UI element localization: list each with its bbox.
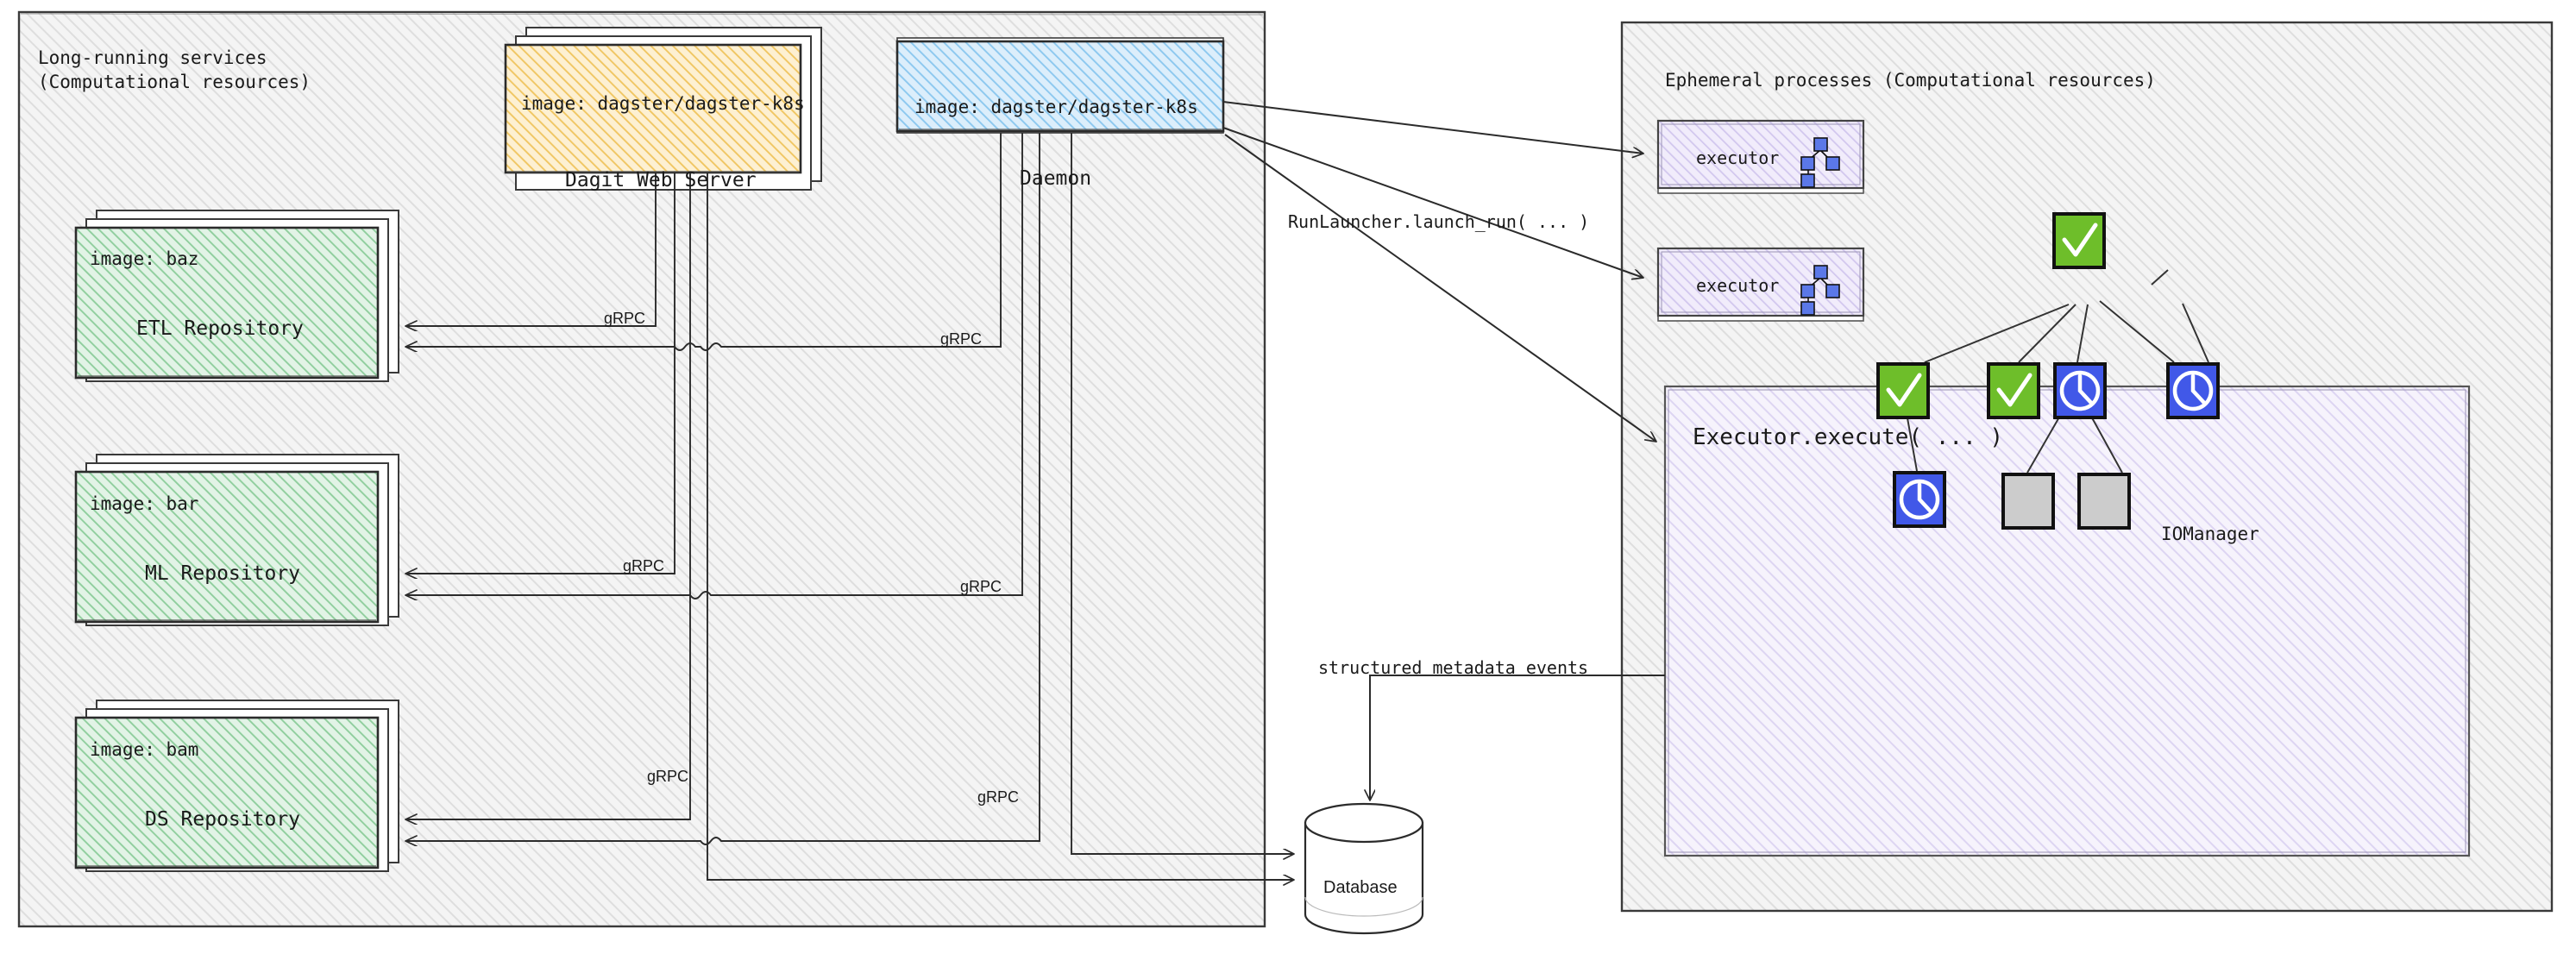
iomanager-leader-lines (2151, 269, 2209, 363)
repo-ml-name-label: ML Repository (145, 562, 301, 585)
dag-node-success-a[interactable] (1876, 362, 1930, 419)
dagit-image-label: image: dagster/dagster-k8s (521, 93, 805, 114)
daemon-name-label: Daemon (1020, 167, 1092, 190)
executor-2-label: executor (1696, 275, 1780, 296)
dag-node-running-d[interactable] (2166, 362, 2220, 419)
grpc-label-6: gRPC (977, 788, 1020, 806)
dag-icon (1800, 137, 1840, 188)
grpc-edges (405, 133, 1294, 880)
runlauncher-edge-label: RunLauncher.launch_run( ... ) (1288, 211, 1590, 232)
repo-ml-image-label: image: bar (90, 493, 199, 514)
dag-node-pending-g[interactable] (2077, 473, 2131, 530)
executor-1-label: executor (1696, 147, 1780, 168)
grpc-label-3: gRPC (623, 557, 665, 574)
dag-node-running-e[interactable] (1893, 471, 1946, 528)
grpc-label-4: gRPC (960, 578, 1002, 595)
run-dag (1876, 212, 2220, 530)
service-dagit-web-server[interactable] (504, 27, 822, 191)
runlauncher-edges (1222, 101, 1656, 442)
database-cylinder[interactable] (1304, 802, 1424, 935)
dag-node-root[interactable] (2052, 212, 2106, 269)
repository-ml[interactable] (74, 454, 399, 626)
left-panel-title-line2: (Computational resources) (38, 72, 311, 92)
right-panel-title: Ephemeral processes (Computational resou… (1665, 70, 2156, 91)
repo-ds-name-label: DS Repository (145, 808, 301, 831)
executor-execute-title: Executor.execute( ... ) (1693, 424, 2004, 450)
metadata-events-label: structured metadata events (1318, 657, 1589, 678)
repository-etl[interactable] (74, 210, 399, 382)
metadata-events-edge (1370, 675, 1665, 800)
repository-ds[interactable] (74, 700, 399, 872)
executor-box-2[interactable] (1656, 247, 1865, 322)
daemon-image-label: image: dagster/dagster-k8s (914, 97, 1198, 117)
service-daemon[interactable] (895, 37, 1225, 134)
dag-icon (1800, 265, 1840, 316)
repo-ds-image-label: image: bam (90, 739, 199, 760)
dag-node-success-b[interactable] (1987, 362, 2040, 419)
repo-etl-name-label: ETL Repository (136, 317, 304, 340)
dag-node-pending-f[interactable] (2001, 473, 2055, 530)
grpc-label-2: gRPC (940, 330, 983, 348)
iomanager-label: IOManager (2161, 524, 2259, 544)
panel-executor-execute (1663, 385, 2471, 857)
grpc-label-5: gRPC (647, 768, 689, 785)
database-label: Database (1323, 878, 1398, 897)
left-panel-title-line1: Long-running services (38, 47, 267, 68)
repo-etl-image-label: image: baz (90, 248, 199, 269)
grpc-label-1: gRPC (604, 310, 646, 327)
dagit-name-label: Dagit Web Server (565, 169, 757, 191)
executor-box-1[interactable] (1656, 119, 1865, 194)
dag-node-running-c[interactable] (2053, 362, 2107, 419)
